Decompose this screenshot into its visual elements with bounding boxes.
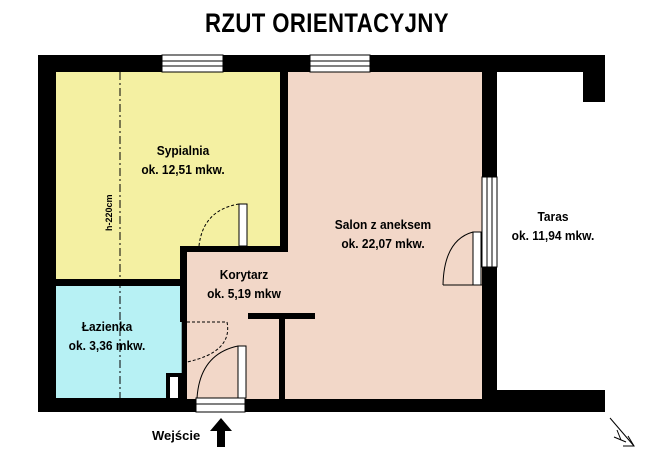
bathroom-ceiling-wall bbox=[56, 279, 180, 286]
bathroom-name: Łazienka bbox=[81, 319, 133, 334]
window-living-room bbox=[309, 54, 371, 73]
living-area: ok. 22,07 mkw. bbox=[341, 236, 425, 251]
entrance-door-gap bbox=[195, 397, 246, 413]
bathroom-area: ok. 3,36 mkw. bbox=[68, 338, 146, 353]
entrance-label: Wejście bbox=[152, 428, 201, 443]
terrace-wall-notch bbox=[583, 55, 605, 102]
living-door-swing bbox=[442, 231, 482, 286]
corridor-name: Korytarz bbox=[219, 267, 269, 282]
terrace-area: ok. 11,94 mkw. bbox=[511, 228, 595, 243]
entrance-arrow-icon bbox=[210, 418, 232, 447]
bedroom-name: Sypialnia bbox=[156, 143, 210, 158]
room-label-corridor: Korytarz ok. 5,19 mkw bbox=[198, 265, 290, 303]
plan-title: RZUT ORIENTACYJNY bbox=[205, 8, 449, 38]
living-name: Salon z aneksem bbox=[334, 217, 432, 232]
bathroom-area bbox=[56, 286, 182, 398]
north-arrow-icon bbox=[609, 417, 635, 447]
room-label-terrace: Taras ok. 11,94 mkw. bbox=[502, 207, 603, 245]
kitchen-counter bbox=[248, 313, 315, 319]
bathroom-door-swing bbox=[186, 321, 229, 363]
entrance-door-swing bbox=[196, 345, 247, 399]
bedroom-corridor-wall bbox=[180, 246, 281, 252]
bedroom-door-swing bbox=[198, 203, 248, 247]
room-label-living: Salon z aneksem ok. 22,07 mkw. bbox=[323, 215, 443, 253]
living-room-area bbox=[288, 72, 482, 399]
bathroom-corridor-wall bbox=[180, 252, 187, 322]
bathroom-shaft-inner bbox=[170, 377, 178, 398]
room-label-bathroom: Łazienka ok. 3,36 mkw. bbox=[56, 317, 157, 355]
terrace-name: Taras bbox=[537, 209, 569, 224]
kitchen-counter-post bbox=[279, 319, 285, 399]
corridor-area: ok. 5,19 mkw bbox=[207, 286, 281, 301]
ceiling-height-label: h-220cm bbox=[104, 194, 114, 231]
terrace-door bbox=[481, 176, 498, 268]
room-label-bedroom: Sypialnia ok. 12,51 mkw. bbox=[132, 141, 233, 179]
bedroom-area: ok. 12,51 mkw. bbox=[141, 162, 225, 177]
window-bedroom bbox=[161, 54, 224, 73]
terrace-area bbox=[497, 72, 605, 390]
